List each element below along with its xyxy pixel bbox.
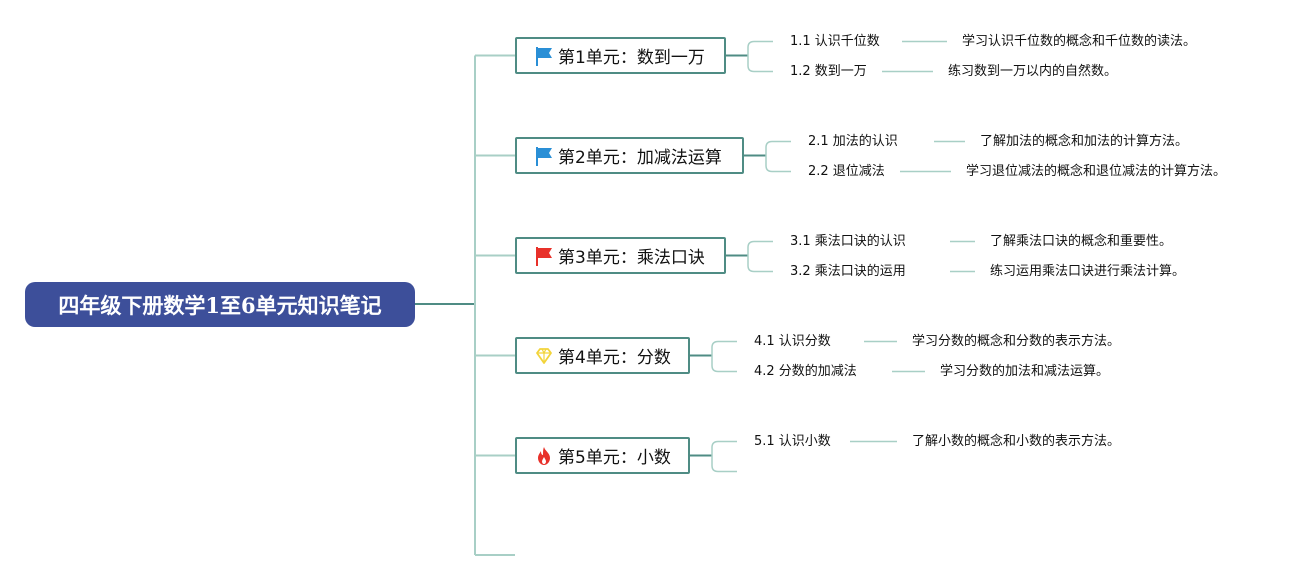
topic-description[interactable]: 练习运用乘法口诀进行乘法计算。: [990, 263, 1186, 279]
unit-title: 第1单元：数到一万: [558, 48, 705, 68]
unit-node[interactable]: 第2单元：加减法运算: [515, 137, 744, 174]
unit-node[interactable]: 第5单元：小数: [515, 437, 690, 474]
topic-description[interactable]: 学习分数的加法和减法运算。: [940, 363, 1110, 379]
root-node[interactable]: 四年级下册数学1至6单元知识笔记: [25, 282, 415, 327]
topic-label[interactable]: 4.2 分数的加减法: [754, 363, 857, 379]
diamond-icon: [533, 345, 555, 367]
topic-label[interactable]: 5.1 认识小数: [754, 433, 831, 449]
unit-title: 第4单元：分数: [558, 348, 671, 368]
topic-description[interactable]: 练习数到一万以内的自然数。: [948, 63, 1118, 79]
topic-label[interactable]: 1.1 认识千位数: [790, 33, 880, 49]
topic-bracket: [765, 140, 791, 173]
topic-bracket: [747, 240, 773, 273]
topic-bracket: [747, 40, 773, 73]
topic-description[interactable]: 了解乘法口诀的概念和重要性。: [990, 233, 1173, 249]
red-flag-icon: [533, 245, 555, 267]
unit-node[interactable]: 第1单元：数到一万: [515, 37, 726, 74]
unit-title: 第3单元：乘法口诀: [558, 248, 705, 268]
topic-description[interactable]: 学习分数的概念和分数的表示方法。: [912, 333, 1121, 349]
topic-description[interactable]: 学习退位减法的概念和退位减法的计算方法。: [966, 163, 1227, 179]
topic-label[interactable]: 2.2 退位减法: [808, 163, 885, 179]
topic-description[interactable]: 了解小数的概念和小数的表示方法。: [912, 433, 1121, 449]
topic-bracket: [711, 340, 737, 373]
unit-title: 第5单元：小数: [558, 448, 671, 468]
unit-node[interactable]: 第3单元：乘法口诀: [515, 237, 726, 274]
topic-bracket: [711, 440, 737, 473]
topic-label[interactable]: 1.2 数到一万: [790, 63, 867, 79]
topic-label[interactable]: 4.1 认识分数: [754, 333, 831, 349]
blue-flag-icon: [533, 45, 555, 67]
topic-label[interactable]: 2.1 加法的认识: [808, 133, 898, 149]
topic-label[interactable]: 3.1 乘法口诀的认识: [790, 233, 906, 249]
unit-node[interactable]: 第4单元：分数: [515, 337, 690, 374]
topic-description[interactable]: 学习认识千位数的概念和千位数的读法。: [962, 33, 1197, 49]
unit-title: 第2单元：加减法运算: [558, 148, 722, 168]
fire-icon: [533, 445, 555, 467]
topic-label[interactable]: 3.2 乘法口诀的运用: [790, 263, 906, 279]
blue-flag-icon: [533, 145, 555, 167]
topic-description[interactable]: 了解加法的概念和加法的计算方法。: [980, 133, 1189, 149]
